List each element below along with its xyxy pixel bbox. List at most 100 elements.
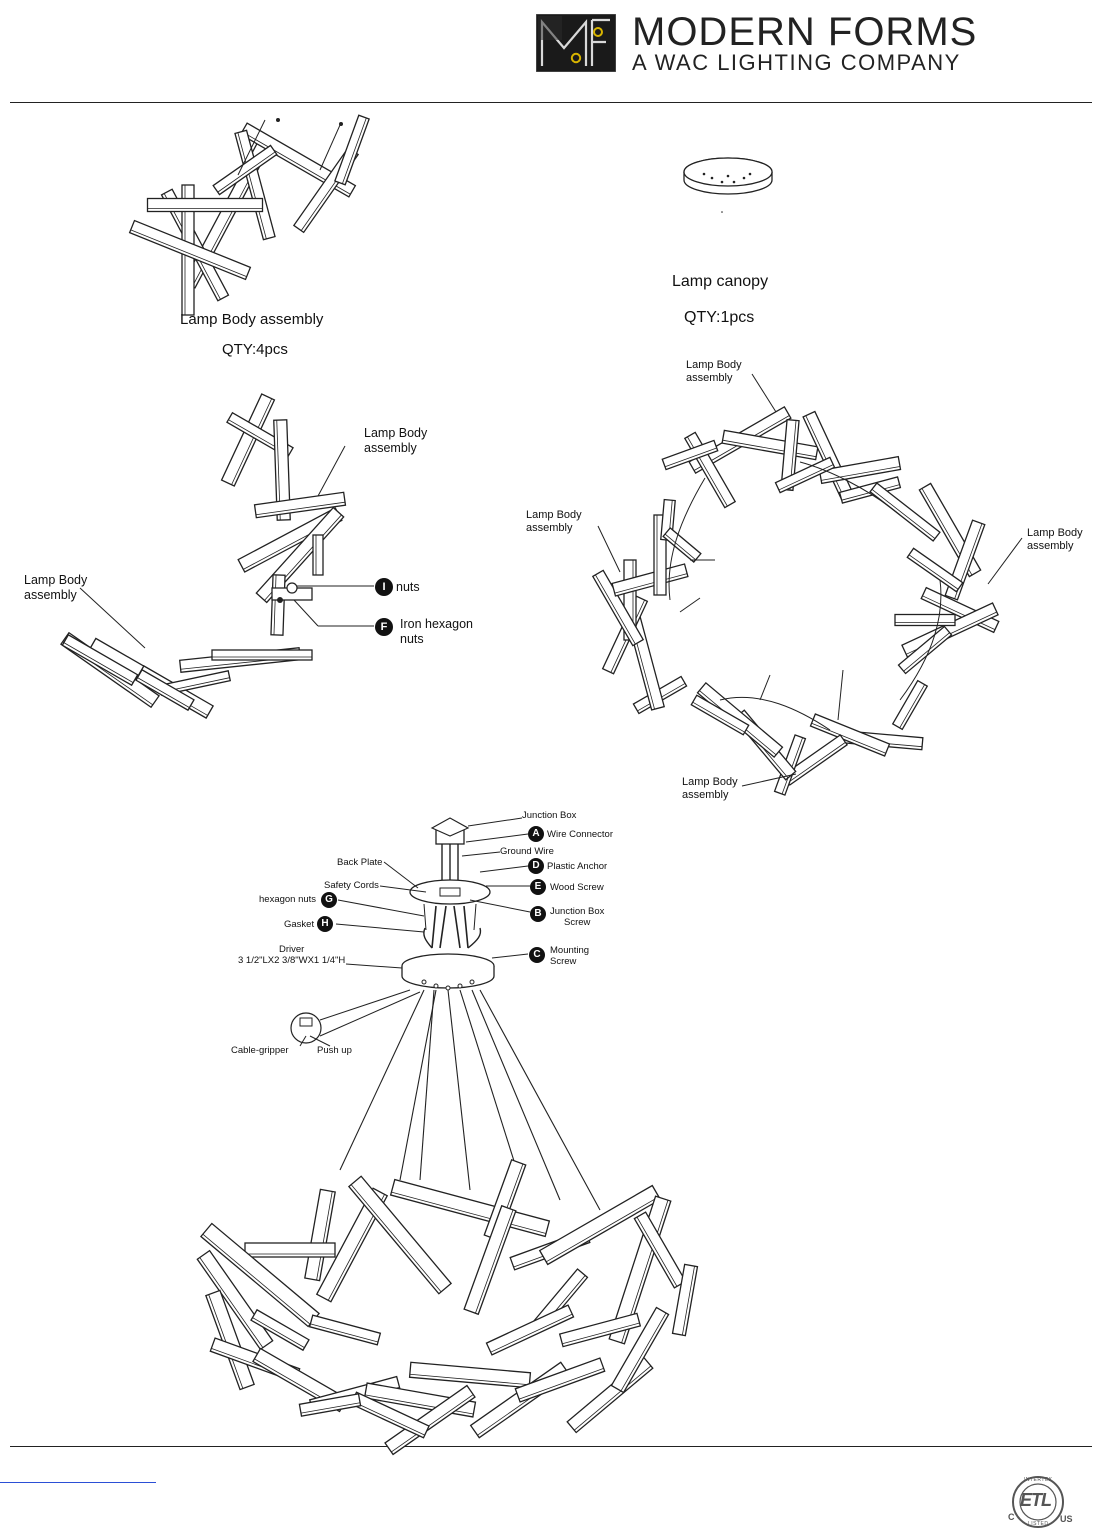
leader-line	[751, 373, 777, 413]
lamp-bar-body	[809, 713, 891, 757]
lamp-bar-body	[463, 1204, 517, 1316]
lamp-bar	[253, 491, 347, 519]
lamp-bar-body	[591, 569, 645, 647]
lamp-bar	[220, 393, 276, 487]
d3-push-up: Push up	[317, 1045, 352, 1056]
ring-frame	[668, 461, 942, 731]
badge-a: A	[528, 826, 544, 842]
header-rule	[10, 102, 1092, 103]
lamp-bar-body	[894, 613, 956, 627]
lamp-bar	[721, 429, 819, 461]
lamp-bar-body	[315, 1187, 389, 1303]
d2-label-top: Lamp Body assembly	[686, 359, 742, 384]
leader-line	[597, 525, 621, 573]
lamp-bar-edge	[595, 574, 636, 645]
lamp-bar-body	[671, 1263, 699, 1337]
lamp-bar-body	[774, 456, 836, 494]
lamp-bar-body	[721, 429, 819, 461]
lamp-bar-body	[384, 1384, 476, 1456]
lamp-bar-edge	[620, 1312, 667, 1392]
d3-wire-connector: Wire Connector	[547, 829, 613, 840]
leader-line	[345, 963, 403, 969]
lamp-bar-edge	[614, 573, 688, 594]
leader-line	[383, 861, 419, 889]
etl-us: US	[1060, 1514, 1073, 1524]
canopy-hole	[720, 180, 724, 184]
etl-listed-icon	[1012, 1476, 1064, 1528]
lamp-bar-body	[869, 482, 941, 542]
d1-iron-hex-label: Iron hexagon nuts	[400, 617, 473, 646]
lamp-bar-body	[135, 668, 195, 712]
lamp-bar	[384, 1384, 476, 1456]
lamp-bar	[610, 1306, 670, 1394]
lamp-bar-body	[610, 1306, 670, 1394]
cable-gripper-hole	[469, 979, 475, 985]
leader-line	[469, 899, 531, 913]
wire	[431, 905, 437, 949]
lamp-bar	[906, 547, 964, 593]
d3-safety-cords: Safety Cords	[324, 880, 379, 891]
lamp-bar-edge	[475, 1209, 514, 1314]
lamp-bar-edge	[781, 737, 803, 795]
cable-gripper-hole	[457, 983, 463, 989]
footer-link-underline[interactable]	[0, 1482, 156, 1483]
lamp-bar-edge	[130, 229, 247, 278]
wire	[439, 905, 447, 949]
lamp-bar	[633, 1211, 687, 1289]
lamp-bar-body	[308, 1314, 382, 1346]
lamp-bar-edge	[490, 1313, 573, 1353]
lamp-bar	[538, 1184, 662, 1266]
lamp-bar	[250, 1308, 310, 1352]
lamp-bar-edge	[217, 151, 276, 193]
canopy-qty: QTY:1pcs	[684, 309, 755, 326]
lamp-bar-edge	[811, 722, 886, 754]
logo-mark-icon	[536, 14, 616, 72]
leader-line	[467, 817, 523, 827]
lamp-bar-body	[312, 534, 324, 576]
lamp-bar-body	[347, 1175, 453, 1295]
lamp-bar	[304, 1188, 336, 1282]
safety-cord	[319, 124, 341, 171]
lamp-bar-edge	[722, 439, 817, 458]
lamp-bar-edge	[664, 533, 696, 561]
lamp-bar-edge	[787, 742, 846, 783]
etl-certification-mark: ETL C US INTERTEK LISTED	[1008, 1474, 1078, 1530]
lamp-bar	[894, 613, 956, 627]
etl-c: C	[1008, 1512, 1015, 1522]
lamp-bar	[809, 713, 891, 757]
lamp-bar	[514, 1357, 606, 1403]
lamp-bar-body	[244, 1242, 336, 1258]
lamp-bar-edge	[137, 677, 190, 708]
lamp-bar	[196, 1249, 274, 1351]
wire	[759, 674, 771, 701]
lamp-bar	[244, 1242, 336, 1258]
lamp-bar-body	[514, 1357, 606, 1403]
lamp-bar-edge	[805, 415, 845, 498]
lamp-body-qty: QTY:4pcs	[222, 341, 288, 358]
canopy-top-face	[683, 157, 773, 187]
lamp-bar	[690, 694, 750, 736]
lamp-bar	[408, 1361, 532, 1389]
d3-driver: Driver 3 1/2"LX2 3/8"WX1 1/4"H	[238, 944, 346, 966]
lamp-bar	[897, 625, 953, 675]
lamp-bar-body	[220, 393, 276, 487]
badge-f: F	[375, 618, 393, 636]
lamp-bar	[558, 1312, 642, 1348]
leader-line	[337, 899, 425, 917]
leader-line	[317, 445, 346, 497]
canopy-hole	[702, 172, 706, 176]
lamp-bar	[146, 197, 264, 213]
lamp-bar-edge	[903, 632, 950, 672]
lamp-bar-body	[250, 1308, 310, 1352]
lamp-bar	[234, 129, 276, 241]
cable-gripper-hole	[433, 983, 439, 989]
canopy-dot	[721, 211, 723, 213]
lamp-bar-body	[633, 1211, 687, 1289]
leader-line	[479, 865, 529, 873]
d1-label-top: Lamp Body assembly	[364, 426, 428, 455]
lamp-bar-edge	[273, 574, 277, 635]
lamp-bar-edge	[63, 642, 134, 683]
lamp-bar-edge	[664, 447, 717, 468]
leader-line	[461, 851, 501, 857]
